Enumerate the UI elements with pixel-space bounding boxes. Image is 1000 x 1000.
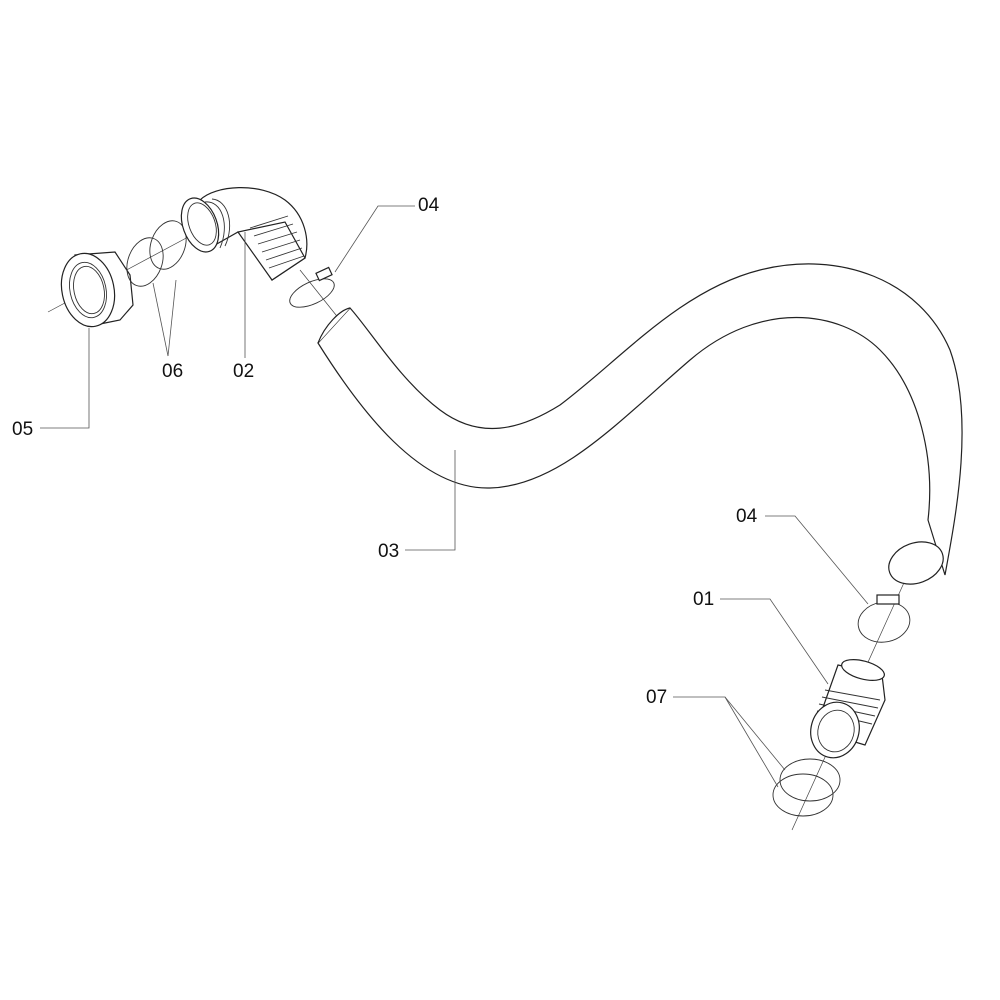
leader-07-b	[724, 696, 779, 788]
callout-04-top: 04	[418, 195, 440, 216]
leader-01	[720, 598, 829, 685]
callout-05: 05	[12, 419, 34, 440]
seal-rings-part-06	[126, 220, 187, 287]
connector-part-01	[810, 659, 886, 759]
leader-07-a	[673, 696, 786, 771]
axis-line-clamp	[299, 269, 341, 321]
hose-end-opening	[888, 541, 944, 585]
leader-06-b	[167, 279, 177, 357]
hose-part-03	[317, 263, 963, 585]
leader-03	[405, 450, 456, 551]
leader-04-top	[334, 205, 415, 273]
callout-03: 03	[378, 541, 400, 562]
leader-06-a	[152, 282, 169, 357]
callout-07: 07	[646, 687, 668, 708]
leader-04-right	[765, 515, 869, 605]
elbow-part-02	[180, 187, 308, 281]
callout-06: 06	[162, 361, 184, 382]
callout-04-right: 04	[736, 506, 758, 527]
seal-rings-part-07	[772, 758, 841, 817]
nut-part-05	[60, 251, 134, 328]
hose-clamp-part-04-top	[289, 266, 335, 308]
callout-02: 02	[233, 361, 255, 382]
callout-01: 01	[693, 589, 715, 610]
leader-05	[40, 328, 90, 429]
hose-clamp-part-04-right	[857, 594, 911, 643]
